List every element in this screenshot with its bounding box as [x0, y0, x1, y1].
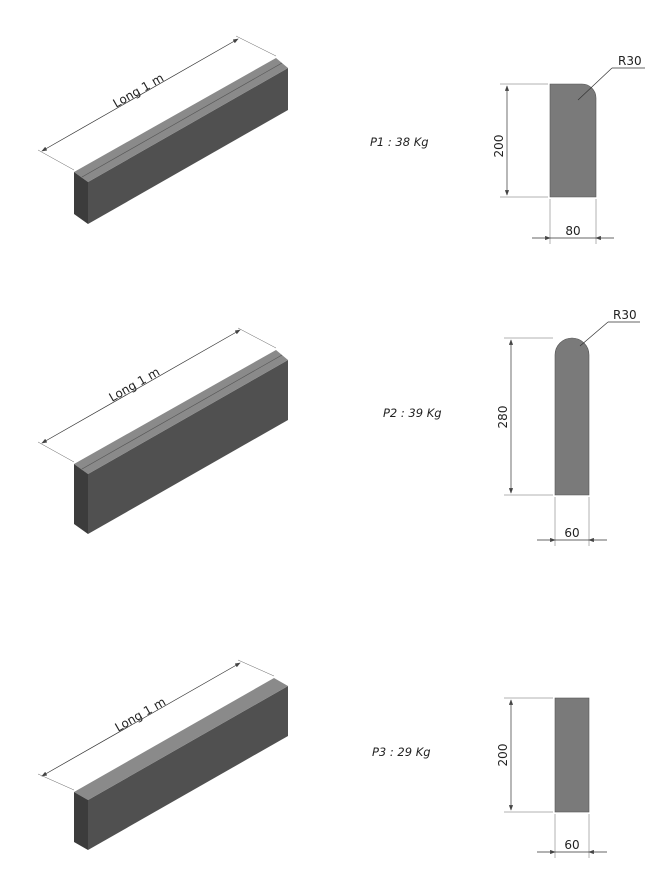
- curb-1-profile: 200 80 R30: [492, 54, 645, 244]
- curb-3-weight-label: P3 : 29 Kg: [372, 745, 431, 759]
- curb-1-isometric: [74, 58, 288, 224]
- profile-1-shape: [549, 83, 597, 198]
- curb-1-length-label: Long 1 m: [111, 71, 167, 111]
- curb-2-weight-label: P2 : 39 Kg: [383, 406, 442, 420]
- curb-1-front-face: [88, 68, 288, 224]
- profile-1-radius: R30: [618, 54, 642, 68]
- curb-3-profile: 200 60: [496, 697, 607, 858]
- profile-1-width: 80: [565, 224, 580, 238]
- profile-1-height: 200: [492, 135, 506, 158]
- curb-3-end-face: [74, 792, 88, 850]
- curb-3-length-label: Long 1 m: [113, 695, 169, 735]
- profile-2-radius: R30: [613, 308, 637, 322]
- curb-1-weight-label: P1 : 38 Kg: [370, 135, 429, 149]
- curb-1-end-face: [74, 172, 88, 224]
- profile-3-shape: [554, 697, 590, 813]
- profile-2-width: 60: [564, 526, 579, 540]
- curb-2-length-label: Long 1 m: [107, 365, 163, 405]
- profile-3-height: 200: [496, 744, 510, 767]
- curb-2-profile: 280 60 R30: [496, 308, 640, 546]
- profile-2-height: 280: [496, 406, 510, 429]
- curb-2-isometric: [74, 350, 288, 534]
- profile-3-width: 60: [564, 838, 579, 852]
- profile-2-shape: [554, 337, 590, 496]
- curb-3-isometric: [74, 678, 288, 850]
- curb-2-end-face: [74, 464, 88, 534]
